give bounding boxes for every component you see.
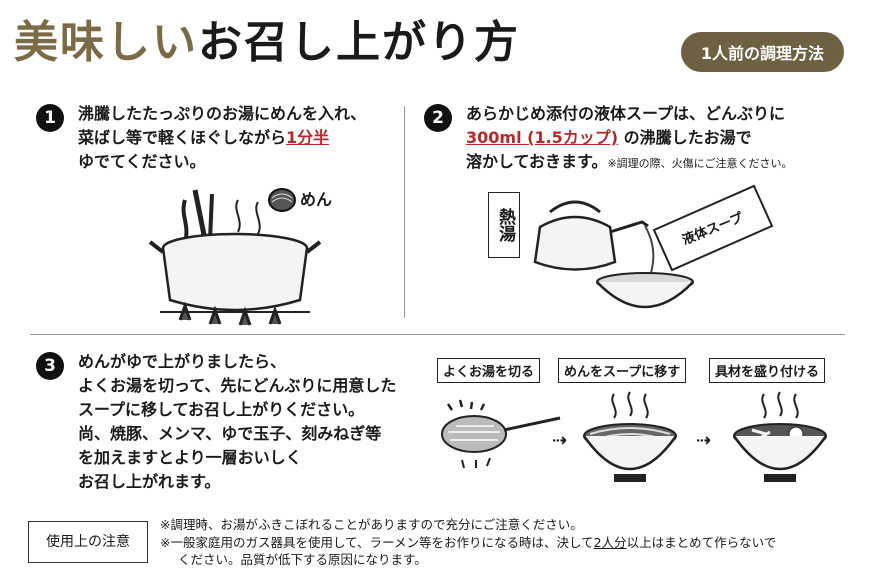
step1-text: 沸騰したたっぷりのお湯にめんを入れ、 菜ばし等で軽くほぐしながら1分半 ゆでてく…	[78, 102, 366, 174]
notice-line1: ※調理時、お湯がふきこぼれることがありますので充分にご注意ください。	[160, 517, 583, 532]
notice-label: 使用上の注意	[28, 521, 148, 563]
step2-text: あらかじめ添付の液体スープは、どんぶりに 300ml (1.5カップ) の沸騰し…	[466, 102, 792, 176]
step3-line3: スープに移してお召し上がりください。	[78, 400, 365, 419]
step3-text: めんがゆで上がりましたら、 よくお湯を切って、先にどんぶりに用意した スープに移…	[78, 350, 396, 494]
step3-line6: お召し上がれます。	[78, 472, 221, 491]
strainer-illustration	[441, 399, 561, 469]
notice-line3: ください。品質が低下する原因になります。	[178, 552, 427, 567]
tag-drain: よくお湯を切る	[437, 358, 541, 383]
divider-horizontal	[30, 334, 845, 335]
notice-line2c: 以上はまとめて作らないで	[626, 535, 777, 550]
step2-line3a: 溶かしておきます。	[466, 152, 608, 171]
notice-line2-emphasis: 2人分	[593, 535, 627, 550]
pot-illustration	[148, 189, 322, 326]
label-men: めん	[300, 190, 333, 209]
serving-badge: 1人前の調理方法	[680, 32, 844, 72]
step2-line1: あらかじめ添付の液体スープは、どんぶりに	[466, 104, 786, 123]
arrow-icon: ⇢	[552, 430, 568, 451]
kettle-bowl-illustration	[533, 200, 694, 309]
tag-transfer: めんをスープに移す	[558, 358, 687, 383]
notice-line2a: ※一般家庭用のガス器具を使用して、ラーメン等をお作りになる時は、決して	[160, 535, 594, 550]
step1-line1: 沸騰したたっぷりのお湯にめんを入れ、	[78, 104, 367, 123]
tag-toppings: 具材を盛り付ける	[709, 358, 826, 383]
step2-line2b: の沸騰したお湯で	[618, 128, 752, 147]
title-part2: お召し上がり方	[198, 17, 520, 68]
step1-line2: 菜ばし等で軽くほぐしながら1分半	[78, 126, 366, 150]
notice-line2: ※一般家庭用のガス器具を使用して、ラーメン等をお作りになる時は、決して2人分以上…	[160, 534, 776, 551]
arrow-icon-2: ⇢	[696, 430, 712, 451]
noodle-ball-icon	[268, 188, 296, 212]
step3-line2: よくお湯を切って、先にどんぶりに用意した	[78, 376, 397, 395]
page-title: 美味しいお召し上がり方	[14, 6, 520, 70]
title-part1: 美味しい	[14, 17, 198, 68]
step2-line2: 300ml (1.5カップ) の沸騰したお湯で	[466, 126, 792, 150]
step1-line2a: 菜ばし等で軽くほぐしながら	[78, 128, 287, 147]
step3-line4: 尚、焼豚、メンマ、ゆで玉子、刻みねぎ等	[78, 424, 382, 443]
step3-line5: を加えますとより一層おいしく	[78, 448, 302, 467]
bowl-toppings-illustration	[732, 391, 828, 482]
step2-caution: ※調理の際、火傷にご注意ください。	[607, 157, 793, 170]
step1-time: 1分半	[286, 128, 330, 147]
bowl-noodles-illustration	[582, 391, 678, 482]
divider-vertical	[404, 106, 405, 318]
label-netto: 熱湯	[488, 192, 520, 258]
step2-line3: 溶かしておきます。※調理の際、火傷にご注意ください。	[466, 150, 792, 176]
step2-volume: 300ml (1.5カップ)	[466, 128, 619, 147]
step3-number: 3	[36, 352, 64, 380]
step1-number: 1	[36, 104, 64, 132]
soup-packet-illustration	[652, 184, 774, 272]
step3-line1: めんがゆで上がりましたら、	[78, 352, 287, 371]
step2-number: 2	[424, 104, 452, 132]
step1-line3: ゆでてください。	[78, 152, 206, 171]
